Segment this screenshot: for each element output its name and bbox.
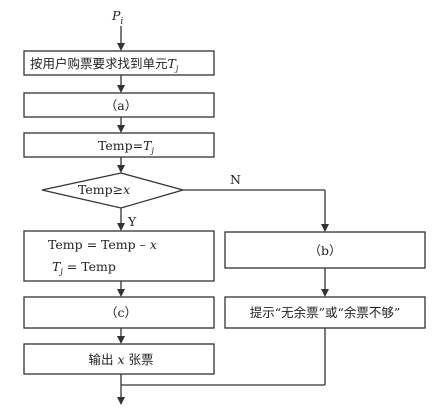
process-box-find-unit-label: 按用户购票要求找到单元Tj bbox=[30, 56, 179, 73]
arrowhead-decision-b bbox=[321, 224, 329, 232]
arrowhead-box3-decision bbox=[117, 165, 125, 173]
process-box-c-label: （c） bbox=[105, 305, 137, 320]
process-box-a bbox=[23, 92, 215, 118]
process-box-notice bbox=[224, 296, 426, 329]
arrowhead-exit bbox=[117, 397, 125, 405]
arrowhead-start-box1 bbox=[117, 43, 125, 51]
process-box-update-temp-line1: Temp = Temp – x bbox=[48, 237, 157, 252]
branch-no-label: N bbox=[230, 172, 241, 187]
process-box-find-unit bbox=[23, 50, 215, 76]
start-label: Pi bbox=[111, 8, 123, 27]
arrowhead-box1-box2 bbox=[117, 85, 125, 93]
arrowhead-box2-box3 bbox=[117, 125, 125, 133]
arrowhead-left-box-c bbox=[117, 289, 125, 297]
process-box-assign-temp-label: Temp=Tj bbox=[98, 138, 154, 155]
branch-yes-label: Y bbox=[127, 214, 137, 229]
process-box-update-temp-line2: Tj = Temp bbox=[52, 259, 116, 276]
arrowhead-c-output bbox=[117, 336, 125, 344]
arrowhead-b-notice bbox=[321, 289, 329, 297]
process-box-output-label: 输出 x 张票 bbox=[88, 352, 153, 367]
process-box-update-temp bbox=[23, 230, 215, 282]
arrowhead-decision-yes bbox=[117, 223, 125, 231]
process-box-notice-label: 提示“无余票”或“余票不够” bbox=[250, 305, 401, 320]
decision-label: Temp≥x bbox=[78, 182, 130, 197]
process-box-b-label: （b） bbox=[308, 243, 341, 258]
process-box-b bbox=[224, 231, 426, 269]
process-box-c bbox=[23, 296, 215, 329]
process-box-assign-temp bbox=[23, 132, 215, 158]
process-box-output bbox=[23, 343, 215, 375]
process-box-a-label: （a） bbox=[105, 98, 137, 113]
